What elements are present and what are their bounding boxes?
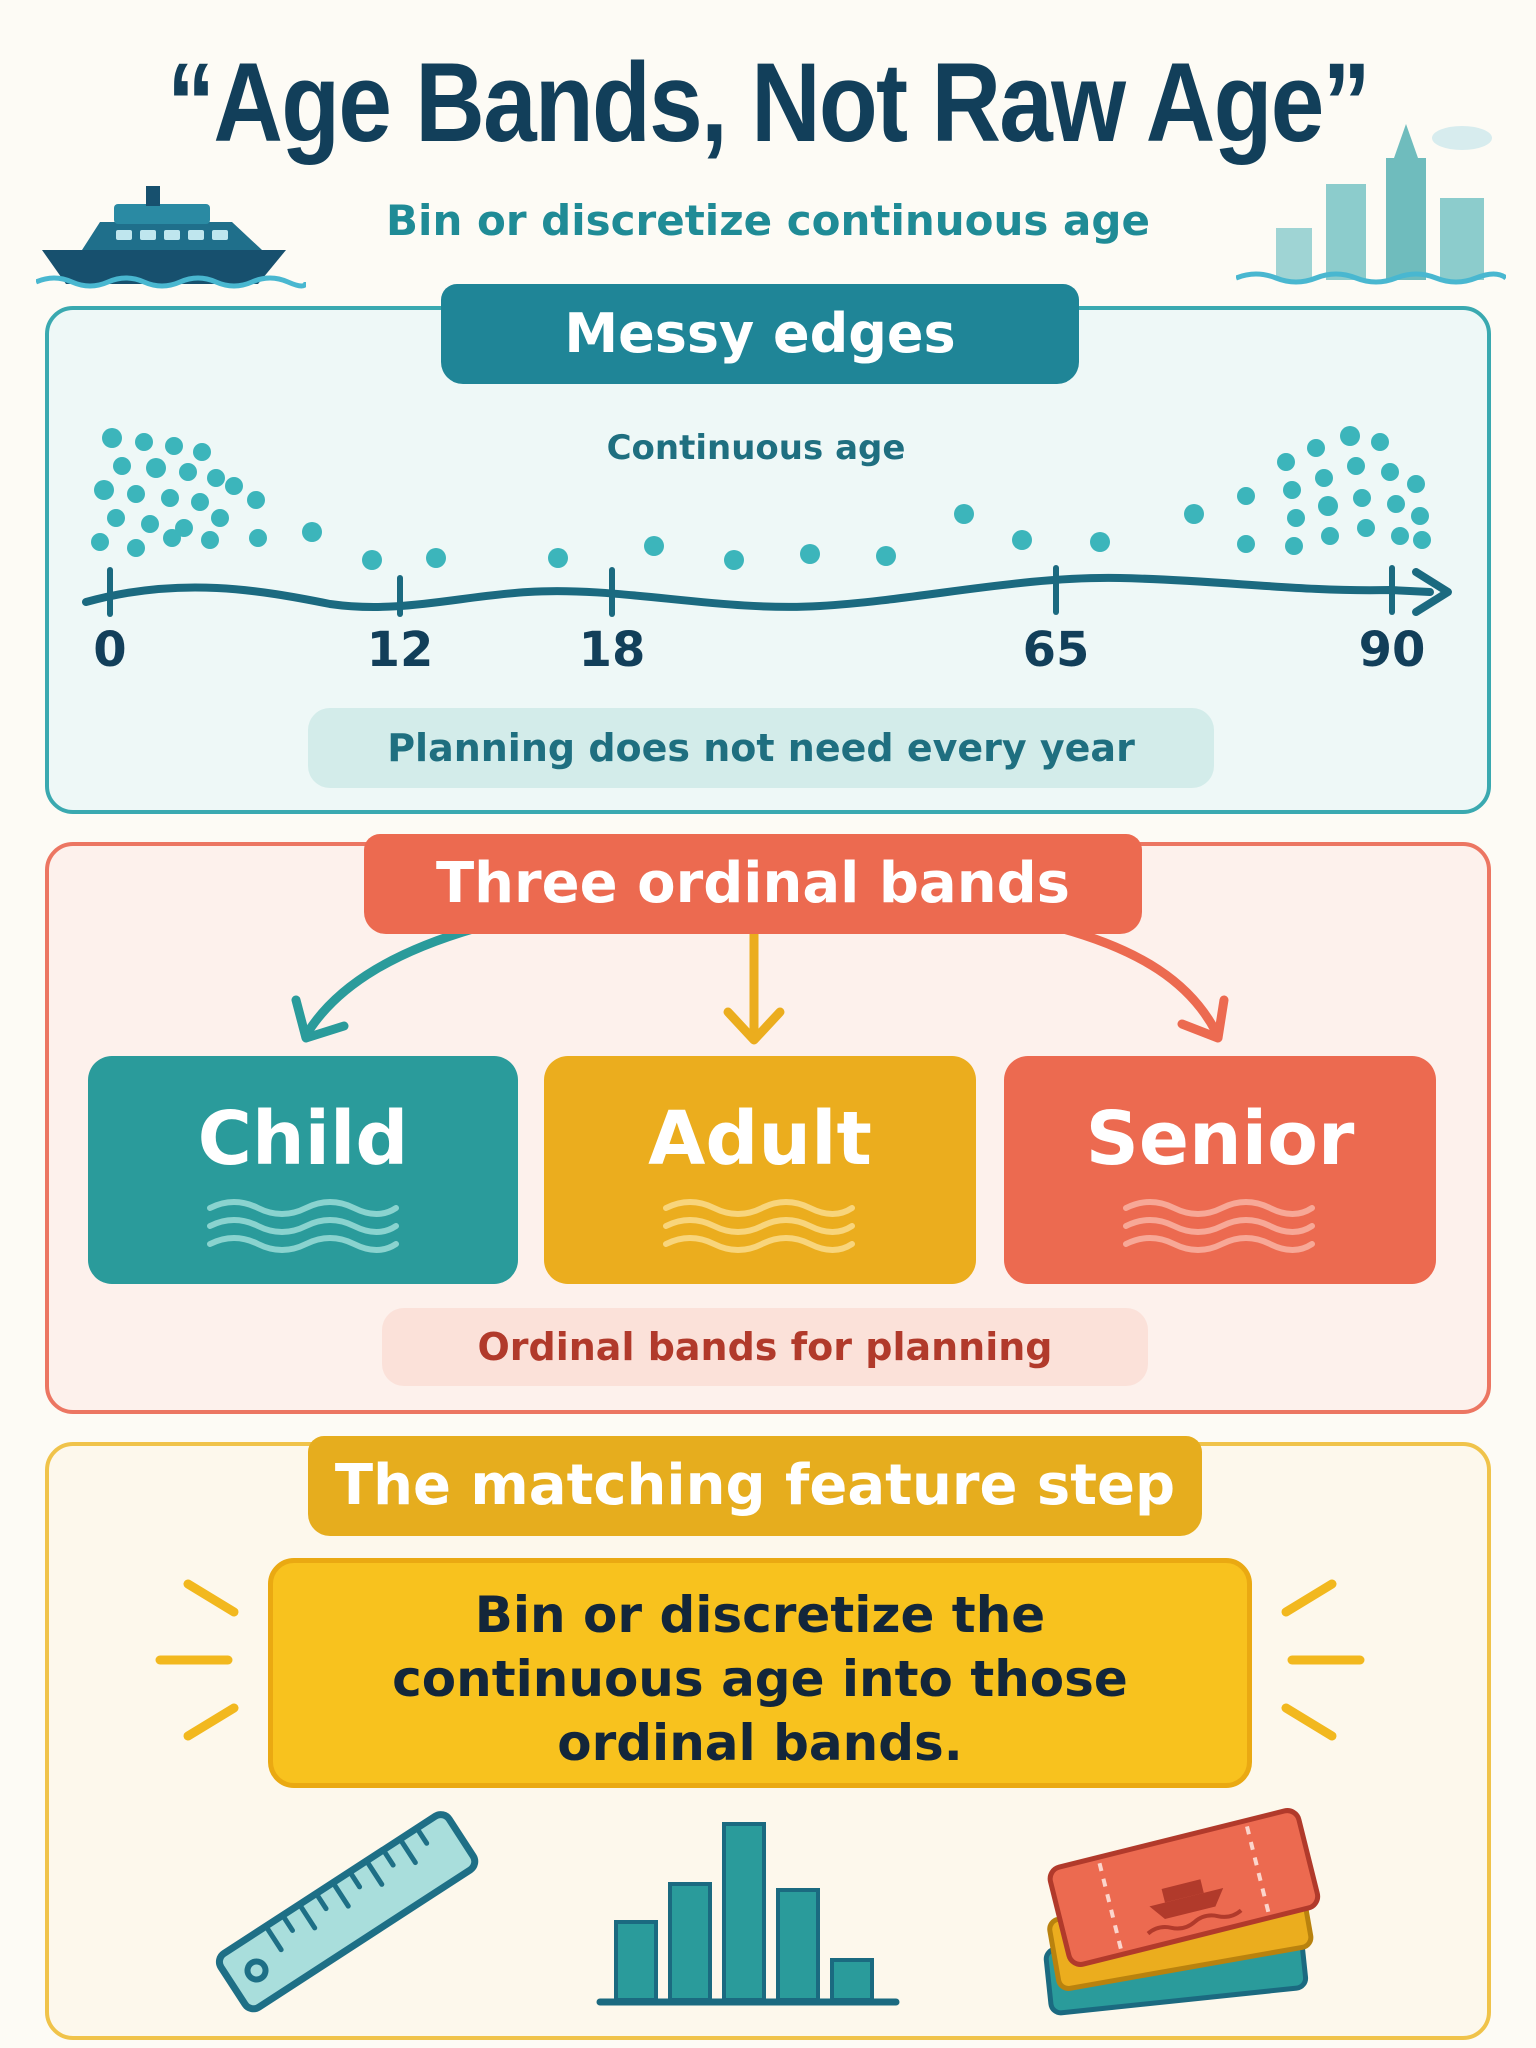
band-senior-label: Senior [1085,1096,1355,1182]
ship-icon [36,186,306,289]
band-adult-label: Adult [648,1096,872,1182]
callout-line-1: Bin or discretize the [474,1586,1046,1644]
feature-step-tab: The matching feature step [308,1436,1202,1536]
band-child-label: Child [197,1096,409,1182]
band-senior: Senior [1004,1056,1436,1284]
feature-step-callout: Bin or discretize the continuous age int… [268,1558,1252,1788]
ordinal-bands-tab: Three ordinal bands [364,834,1142,934]
city-skyline-icon [1236,124,1506,285]
callout-line-3: ordinal bands. [557,1714,963,1772]
histogram-icon [596,1822,900,2006]
tick-label-0: 0 [93,622,127,678]
ruler-icon [215,1811,479,2013]
highlight-rays-right [1281,1579,1365,1741]
wave-icon [207,1199,399,1253]
highlight-rays-left [155,1579,239,1741]
tickets-icon [1043,1808,1321,2016]
page-subtitle: Bin or discretize continuous age [386,196,1150,245]
tick-label-18: 18 [578,622,646,678]
band-arrows [291,923,1229,1045]
age-scatter-axis [82,426,1452,617]
wave-icon [663,1199,855,1253]
callout-line-2: continuous age into those [392,1650,1128,1708]
age-dots [91,426,1431,570]
planning-note: Planning does not need every year [308,708,1214,788]
messy-edges-tab: Messy edges [441,284,1079,384]
ordinal-note: Ordinal bands for planning [382,1308,1148,1386]
wave-icon [1123,1199,1315,1253]
tick-label-65: 65 [1022,622,1090,678]
tick-label-90: 90 [1358,622,1426,678]
continuous-age-label: Continuous age [606,428,906,468]
tick-label-12: 12 [366,622,434,678]
page-title: “Age Bands, Not Raw Age” [166,40,1371,165]
